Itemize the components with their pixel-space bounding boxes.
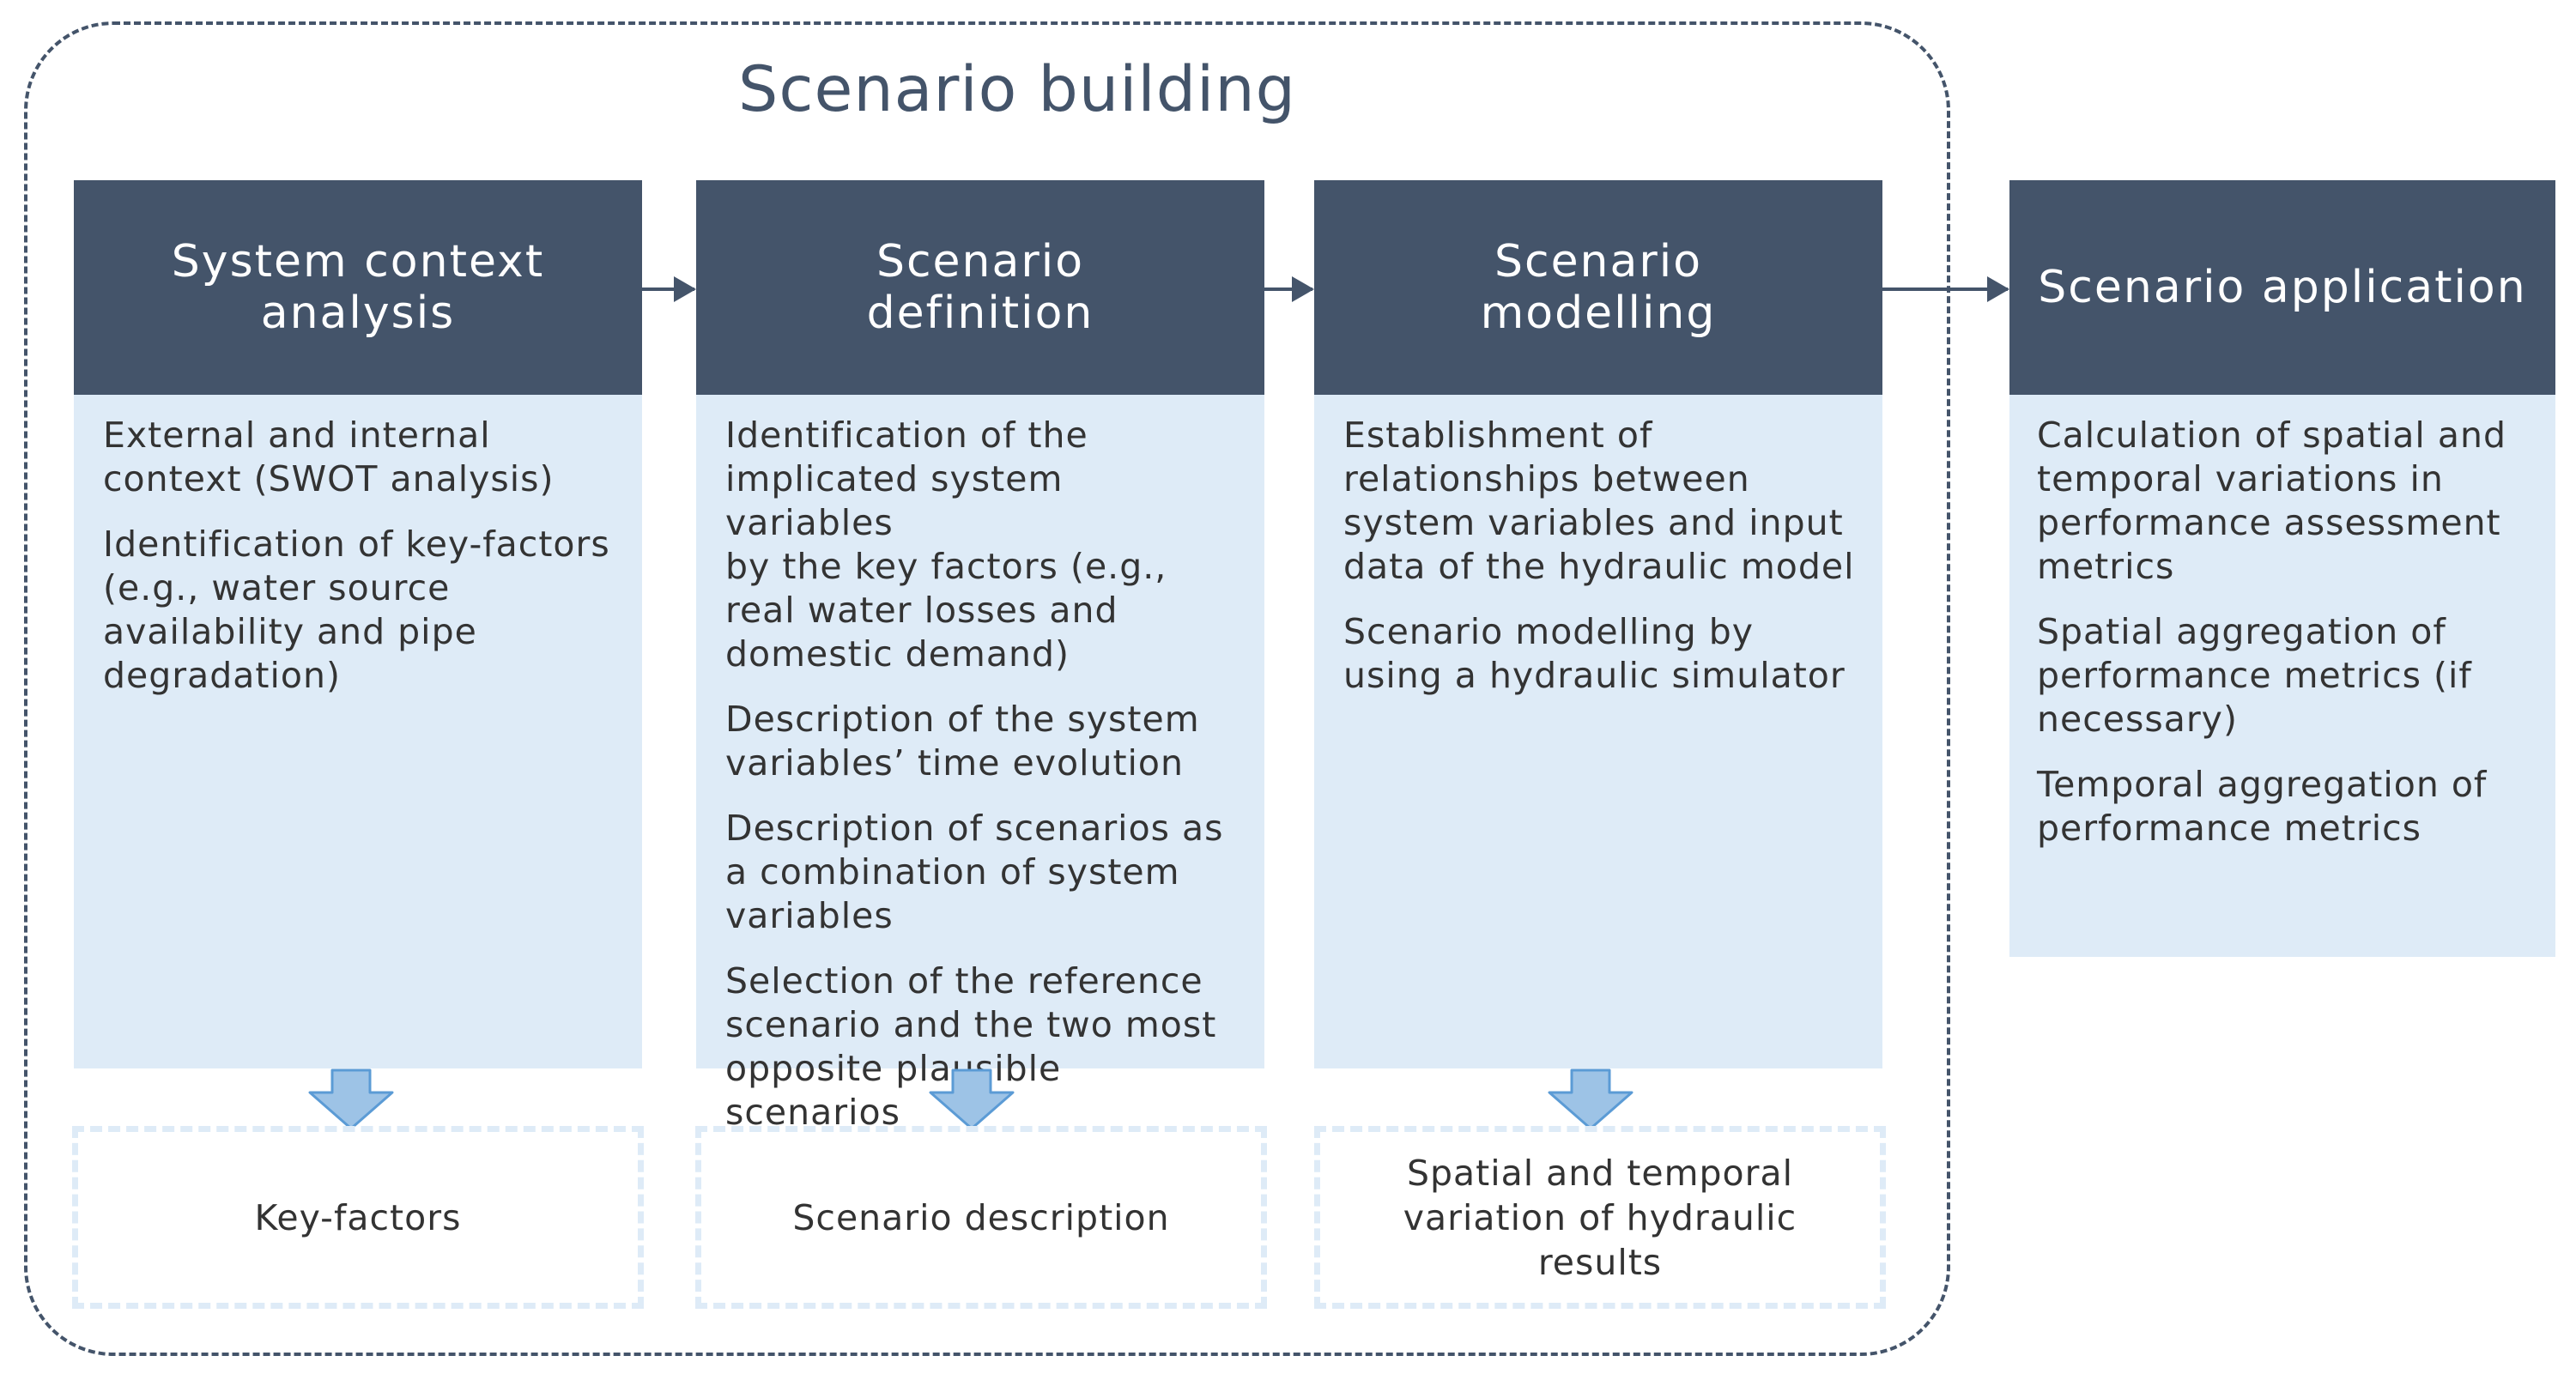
result-key-factors: Key-factors bbox=[72, 1126, 644, 1309]
column-header: System context analysis bbox=[74, 180, 642, 395]
step-item: Description of scenarios as a combinatio… bbox=[725, 808, 1224, 936]
step-item: Identification of the implicated system … bbox=[725, 415, 1167, 675]
step-item: Establishment of relationships between s… bbox=[1343, 415, 1855, 587]
result-scenario-description: Scenario description bbox=[695, 1126, 1267, 1309]
step-item: Identification of key-factors (e.g., wat… bbox=[103, 524, 610, 696]
column-header: Scenario definition bbox=[696, 180, 1264, 395]
step-item: Calculation of spatial and temporal vari… bbox=[2037, 415, 2506, 587]
flow-arrow-2 bbox=[1264, 276, 1314, 302]
column-body: Establishment of relationships between s… bbox=[1314, 395, 1882, 1068]
column-body: External and internal context (SWOT anal… bbox=[74, 395, 642, 1068]
scenario-building-frame bbox=[24, 21, 1950, 1356]
column-header: Scenario modelling bbox=[1314, 180, 1882, 395]
step-item: Description of the system variables’ tim… bbox=[725, 699, 1200, 784]
column-scenario-definition: Scenario definition Identification of th… bbox=[696, 180, 1264, 1133]
column-body: Identification of the implicated system … bbox=[696, 395, 1264, 1133]
column-header: Scenario application bbox=[2009, 180, 2555, 395]
frame-title: Scenario building bbox=[738, 53, 1296, 126]
down-arrow-icon bbox=[308, 1068, 394, 1130]
column-system-context-analysis: System context analysis External and int… bbox=[74, 180, 642, 1068]
column-body: Calculation of spatial and temporal vari… bbox=[2009, 395, 2555, 957]
column-scenario-application: Scenario application Calculation of spat… bbox=[2009, 180, 2555, 957]
flow-arrow-1 bbox=[642, 276, 696, 302]
column-scenario-modelling: Scenario modelling Establishment of rela… bbox=[1314, 180, 1882, 1068]
step-item: Temporal aggregation of performance metr… bbox=[2037, 764, 2488, 849]
step-item: Scenario modelling by using a hydraulic … bbox=[1343, 611, 1846, 696]
flow-arrow-3 bbox=[1882, 276, 2009, 302]
step-item: External and internal context (SWOT anal… bbox=[103, 415, 555, 499]
step-item: Spatial aggregation of performance metri… bbox=[2037, 611, 2472, 740]
step-item: Selection of the reference scenario and … bbox=[725, 960, 1217, 1133]
down-arrow-icon bbox=[1548, 1068, 1633, 1130]
result-hydraulic-variation: Spatial and temporal variation of hydrau… bbox=[1314, 1126, 1886, 1309]
down-arrow-icon bbox=[929, 1068, 1015, 1130]
